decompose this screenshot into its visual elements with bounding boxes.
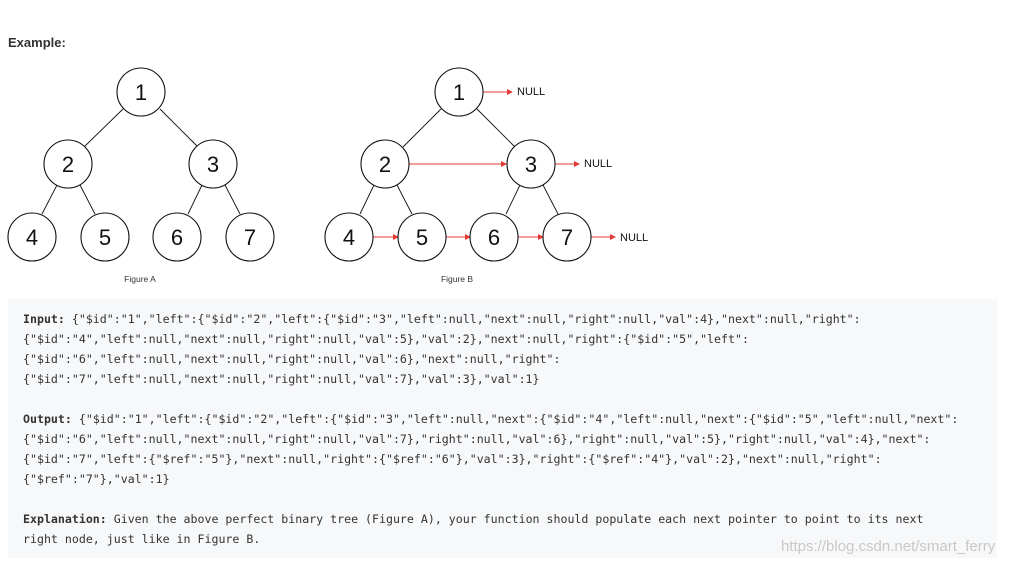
tree-node-circle <box>360 139 410 189</box>
tree-node-label: 7 <box>244 225 256 250</box>
tree-node-circle <box>324 212 374 262</box>
explanation-section: Explanation: Given the above perfect bin… <box>23 509 997 549</box>
tree-node-label: 4 <box>343 225 355 250</box>
input-line: {"$id":"7","left":null,"next":null,"righ… <box>23 372 540 386</box>
explanation-label: Explanation: <box>23 512 107 526</box>
tree-node-circle <box>469 212 519 262</box>
tree-node-label: 5 <box>99 225 111 250</box>
example-code-block: Input: {"$id":"1","left":{"$id":"2","lef… <box>8 299 997 558</box>
tree-node-label: 2 <box>379 152 391 177</box>
tree-node-circle <box>506 139 556 189</box>
tree-node-circle <box>152 212 202 262</box>
tree-node-circle <box>397 212 447 262</box>
input-line: Input: {"$id":"1","left":{"$id":"2","lef… <box>23 309 997 329</box>
figure-a: 1 2 3 4 5 6 7 Figure A <box>7 67 275 284</box>
output-line: {"$id":"7","left":{"$ref":"5"},"next":nu… <box>23 452 882 466</box>
tree-edge <box>476 108 516 148</box>
figure-b: 1 2 3 4 5 6 7 NULL NULL NULL Figure B <box>324 67 648 284</box>
output-line: {"$id":"6","left":null,"next":null,"righ… <box>23 432 931 446</box>
tree-node-label: 4 <box>26 225 38 250</box>
input-line: {"$id":"6","left":null,"next":null,"righ… <box>23 352 561 366</box>
explanation-line: Explanation: Given the above perfect bin… <box>23 509 997 529</box>
output-line: {"$ref":"7"},"val":1} <box>23 472 170 486</box>
explanation-text: Given the above perfect binary tree (Fig… <box>106 512 924 526</box>
example-heading: Example: <box>8 35 66 50</box>
tree-node-label: 7 <box>561 225 573 250</box>
tree-node-label: 6 <box>171 225 183 250</box>
input-line: {"$id":"4","left":null,"next":null,"righ… <box>23 332 749 346</box>
null-label: NULL <box>517 86 545 98</box>
tree-node-circle <box>116 67 166 117</box>
null-label: NULL <box>584 158 612 170</box>
tree-edge <box>79 184 96 215</box>
tree-node-circle <box>188 139 238 189</box>
tree-node-circle <box>80 212 130 262</box>
tree-node-label: 1 <box>453 80 465 105</box>
tree-node-label: 3 <box>525 152 537 177</box>
tree-edge <box>83 108 124 148</box>
tree-node-circle <box>434 67 484 117</box>
tree-edge <box>41 184 58 215</box>
tree-edge <box>159 108 199 148</box>
tree-edge <box>359 184 375 215</box>
tree-edge <box>396 184 413 215</box>
tree-node-label: 2 <box>62 152 74 177</box>
input-label: Input: <box>23 312 65 326</box>
output-text: {"$id":"1","left":{"$id":"2","left":{"$i… <box>71 412 959 426</box>
tree-edge <box>187 184 203 215</box>
tree-node-circle <box>43 139 93 189</box>
tree-node-label: 6 <box>488 225 500 250</box>
input-text: {"$id":"1","left":{"$id":"2","left":{"$i… <box>64 312 861 326</box>
tree-node-label: 5 <box>416 225 428 250</box>
tree-node-label: 1 <box>135 80 147 105</box>
figure-b-caption: Figure B <box>441 274 473 284</box>
tree-node-circle <box>542 212 592 262</box>
watermark: https://blog.csdn.net/smart_ferry <box>781 538 996 555</box>
null-label: NULL <box>620 232 648 244</box>
tree-figures: 1 2 3 4 5 6 7 Figure A 1 2 3 4 5 6 <box>7 67 648 284</box>
tree-node-circle <box>7 212 57 262</box>
tree-node-circle <box>225 212 275 262</box>
tree-edge <box>542 184 559 215</box>
tree-edge <box>402 108 442 148</box>
output-line: Output: {"$id":"1","left":{"$id":"2","le… <box>23 409 997 429</box>
tree-edge <box>224 184 241 215</box>
figure-a-caption: Figure A <box>124 274 156 284</box>
output-label: Output: <box>23 412 72 426</box>
tree-node-label: 3 <box>207 152 219 177</box>
explanation-line: right node, just like in Figure B. <box>23 532 261 546</box>
output-section: Output: {"$id":"1","left":{"$id":"2","le… <box>23 409 997 489</box>
tree-edge <box>505 184 521 215</box>
input-section: Input: {"$id":"1","left":{"$id":"2","lef… <box>23 309 997 389</box>
